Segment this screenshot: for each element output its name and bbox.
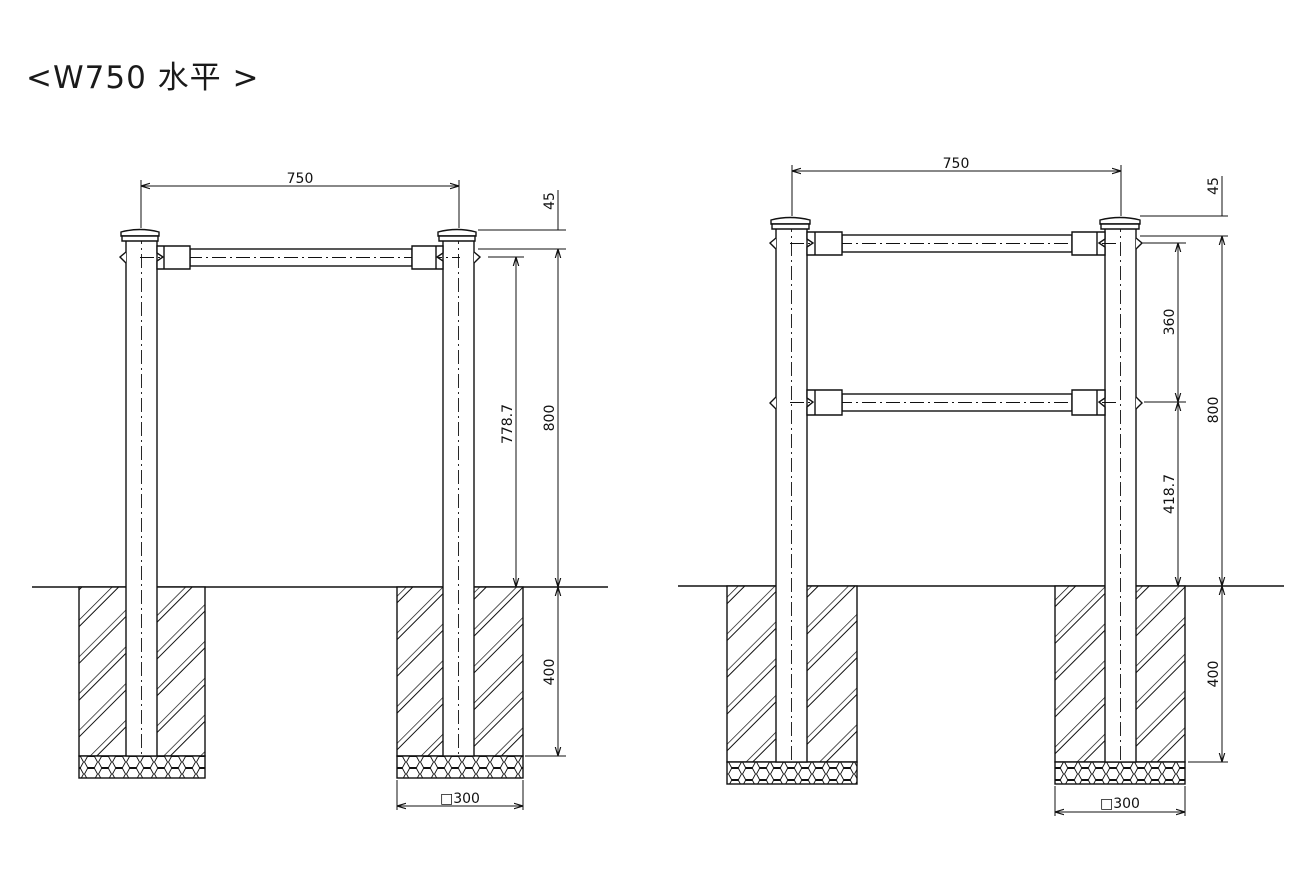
right-dim-footing: □300	[1100, 796, 1140, 812]
right-dim-top: 45	[1206, 177, 1222, 195]
left-post-1	[118, 228, 160, 757]
left-dim-top: 45	[542, 192, 558, 210]
right-dimensions	[791, 165, 1228, 816]
page-title: <W750 水平 >	[26, 60, 260, 96]
right-top-rail	[790, 231, 1120, 256]
right-lower-rail	[790, 389, 1120, 416]
right-dim-labels: 750 45 800 360 418.7 400 □300	[943, 156, 1222, 812]
left-top-rail	[140, 245, 460, 270]
right-post-1	[768, 216, 811, 763]
right-view	[678, 216, 1284, 785]
left-dim-embed: 400	[542, 659, 558, 686]
right-dim-width: 750	[943, 156, 970, 172]
right-dim-rail-spacing: 360	[1162, 309, 1178, 336]
left-dim-labels: 750 45 800 778.7 400 □300	[287, 171, 558, 807]
left-view	[32, 228, 608, 779]
right-post-2	[1099, 216, 1144, 763]
left-dim-height: 800	[542, 405, 558, 432]
left-dimensions	[140, 180, 566, 810]
left-dim-rail-to-ground: 778.7	[500, 404, 516, 444]
right-dim-lower-rail: 418.7	[1162, 474, 1178, 514]
right-dim-height: 800	[1206, 397, 1222, 424]
left-dim-footing: □300	[440, 791, 480, 807]
left-post-2	[437, 228, 482, 757]
left-dim-width: 750	[287, 171, 314, 187]
right-dim-embed: 400	[1206, 661, 1222, 688]
